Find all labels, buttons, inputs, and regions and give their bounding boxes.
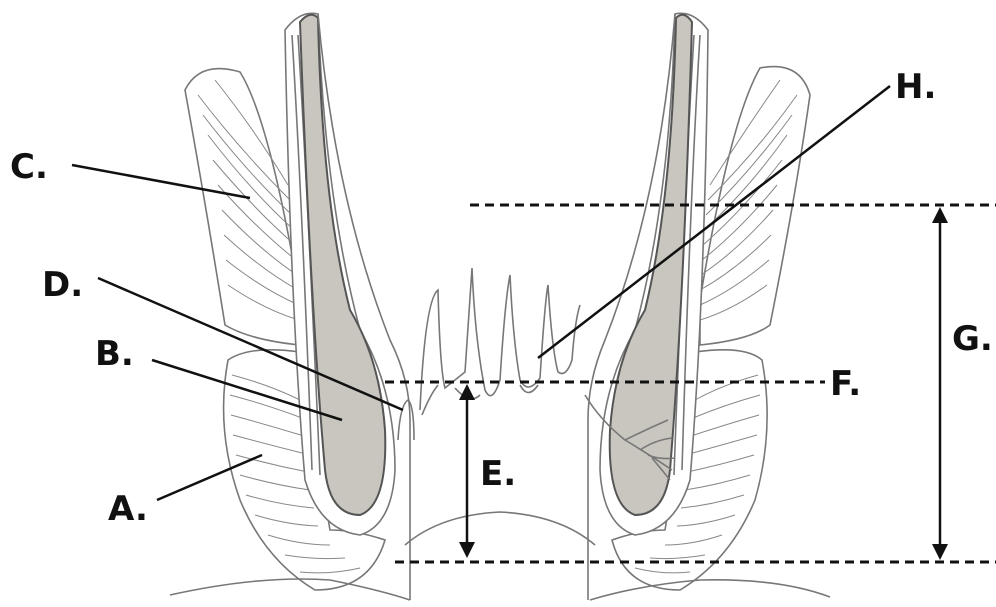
label-d: D. xyxy=(42,265,83,305)
arrow-e xyxy=(459,384,475,558)
label-c: C. xyxy=(10,147,48,187)
label-f: F. xyxy=(830,364,861,404)
label-a: A. xyxy=(108,489,148,529)
label-b: B. xyxy=(95,334,134,374)
arrow-g xyxy=(932,207,948,560)
label-e: E. xyxy=(480,454,516,494)
anal-columns xyxy=(398,268,580,440)
left-anal-wall xyxy=(185,13,410,600)
left-levator-ani-muscle xyxy=(185,69,300,345)
label-g: G. xyxy=(952,319,993,359)
label-h: H. xyxy=(895,67,936,107)
right-anal-wall xyxy=(585,13,810,600)
